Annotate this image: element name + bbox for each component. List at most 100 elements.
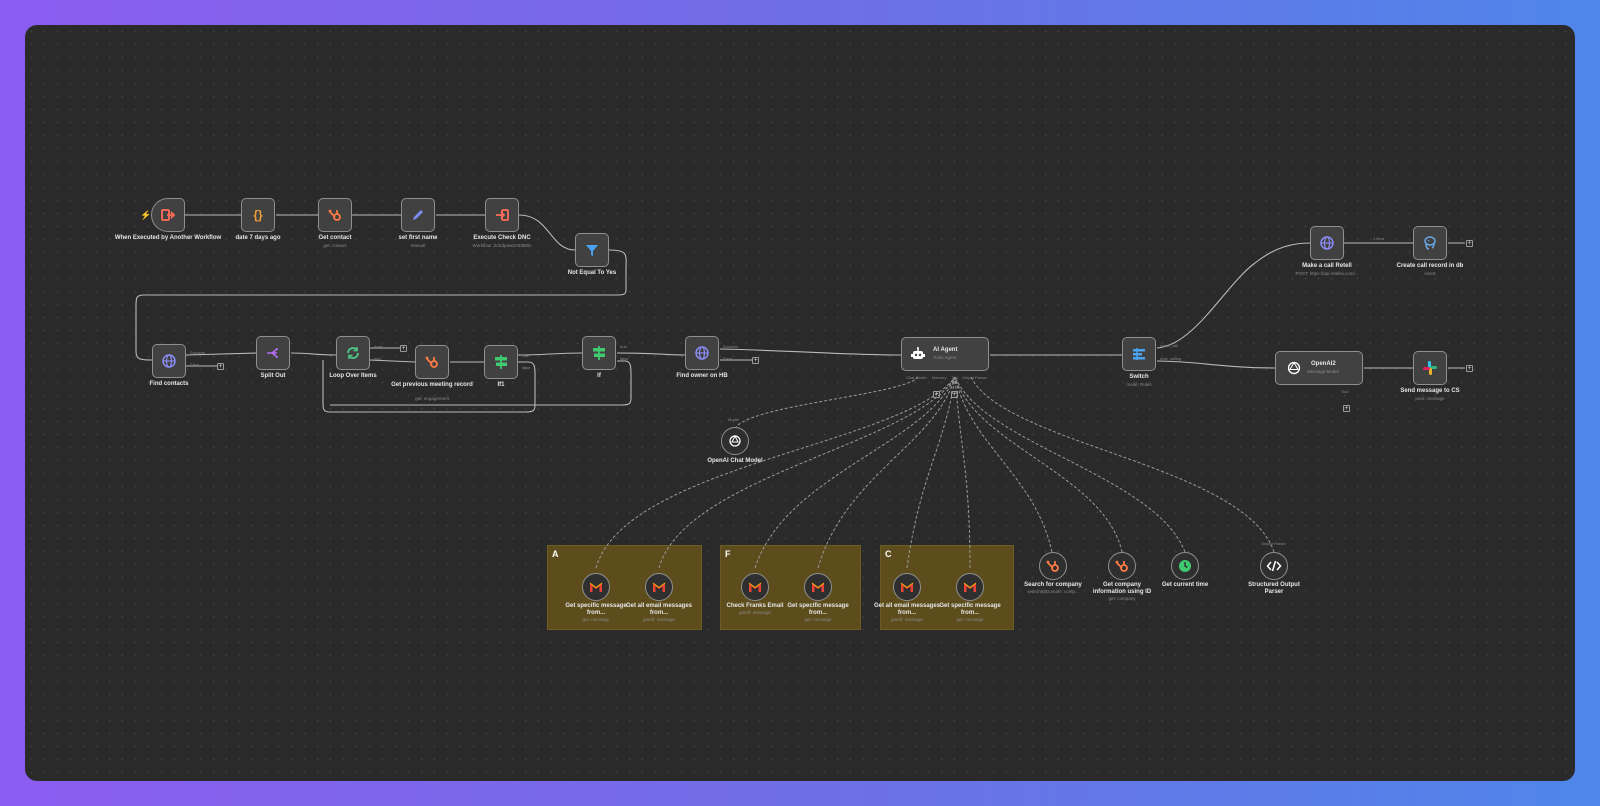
node-label: AI Agent: [933, 347, 958, 353]
node-label: Send message to CS: [1400, 388, 1460, 394]
node-make-call-retell[interactable]: [1310, 226, 1344, 260]
signpost-icon: [493, 354, 509, 370]
node-gmail-get-specific-c[interactable]: [956, 573, 984, 601]
node-subtitle: Workflow: ZcEdpawZA93tMlo: [472, 243, 532, 248]
hubspot-icon: [424, 354, 440, 370]
port-label-tools: Tool: [1341, 389, 1349, 394]
node-date[interactable]: {}: [241, 198, 275, 232]
add-tool-button[interactable]: +: [1343, 405, 1350, 412]
port-label-error: Error: [723, 356, 732, 361]
node-gmail-get-all-c[interactable]: [893, 573, 921, 601]
node-get-previous-meeting[interactable]: [415, 345, 449, 379]
connections-layer: [135, 214, 1465, 569]
node-execute-check-dnc[interactable]: [485, 198, 519, 232]
node-label: Not Equal To Yes: [567, 270, 617, 276]
port-label-success: Success: [190, 350, 206, 355]
node-split-out[interactable]: [256, 336, 290, 370]
loop-icon: [345, 345, 361, 361]
node-get-contact[interactable]: [318, 198, 352, 232]
edge-tool-gmail6: [954, 376, 971, 569]
node-label: Get contact: [318, 235, 352, 241]
hubspot-icon: [1045, 558, 1061, 574]
node-subtitle: post: message: [1415, 396, 1445, 401]
node-get-company-info[interactable]: [1108, 552, 1136, 580]
node-subtitle: get: engagement: [415, 396, 449, 401]
edge-model-chat: [734, 376, 919, 430]
node-label: Get company information using ID: [1092, 582, 1152, 595]
node-subtitle: getAll: message: [738, 610, 772, 615]
add-node-button[interactable]: +: [400, 345, 407, 352]
add-tool-button[interactable]: +: [951, 391, 958, 398]
port-label-success: Success: [723, 344, 739, 349]
gmail-icon: [747, 579, 763, 595]
node-label: Get all email messages from...: [625, 603, 693, 616]
globe-icon: [1319, 235, 1335, 251]
node-not-equal-to-yes[interactable]: [575, 233, 609, 267]
node-if[interactable]: [582, 336, 616, 370]
node-label: Structured Output Parser: [1248, 582, 1300, 595]
gmail-icon: [588, 579, 604, 595]
node-create-call-record[interactable]: [1413, 226, 1447, 260]
node-label: Get all email messages from...: [873, 603, 941, 616]
node-subtitle: searchByDomain: comp...: [1027, 589, 1079, 594]
node-label: OpenAI Chat Model: [707, 458, 763, 464]
edge-tool-company: [954, 376, 1123, 553]
node-label: Check Franks Email: [726, 603, 784, 609]
add-memory-button[interactable]: +: [933, 391, 940, 398]
node-search-company[interactable]: [1039, 552, 1067, 580]
node-find-contacts[interactable]: [152, 344, 186, 378]
node-when-executed[interactable]: [151, 198, 185, 232]
globe-icon: [694, 345, 710, 361]
node-gmail-get-specific-f[interactable]: [804, 573, 832, 601]
node-label: set first name: [398, 235, 438, 241]
gmail-icon: [810, 579, 826, 595]
edge-tool-gmail2: [658, 376, 956, 569]
edge-tool-gmail5: [906, 376, 956, 569]
node-subtitle: Message Model: [1307, 369, 1339, 374]
signpost-icon: [591, 345, 607, 361]
port-label-post-calling: post_calling: [1160, 356, 1182, 361]
add-node-button[interactable]: +: [1466, 240, 1473, 247]
node-label: date 7 days ago: [235, 235, 281, 241]
port-label-true: true: [522, 353, 529, 358]
node-subtitle: getAll: message: [890, 617, 924, 622]
node-ai-agent[interactable]: [901, 337, 989, 371]
node-label: Execute Check DNC: [473, 235, 531, 241]
node-gmail-get-all-a[interactable]: [645, 573, 673, 601]
node-label: Make a call Retell: [1302, 263, 1352, 269]
add-node-button[interactable]: +: [217, 363, 224, 370]
hubspot-icon: [327, 207, 343, 223]
gmail-icon: [899, 579, 915, 595]
edge-tool-gmail4: [817, 376, 956, 569]
split-icon: [265, 345, 281, 361]
node-label: If1: [497, 382, 505, 388]
add-node-button[interactable]: +: [752, 357, 759, 364]
node-openai-chat-model[interactable]: [721, 427, 749, 455]
node-get-current-time[interactable]: [1171, 552, 1199, 580]
node-label: Create call record in db: [1396, 263, 1464, 269]
node-find-owner[interactable]: [685, 336, 719, 370]
sticky-note-title: F: [725, 549, 731, 559]
port-label-false: false: [620, 356, 629, 361]
port-label-true: true: [620, 344, 627, 349]
port-label-tool: Tool: [951, 375, 959, 380]
sticky-note-a[interactable]: A: [547, 545, 702, 630]
node-openai2[interactable]: [1275, 351, 1363, 385]
node-structured-output-parser[interactable]: [1260, 552, 1288, 580]
node-if1[interactable]: [484, 345, 518, 379]
port-label-output-parser: Output Parser: [1261, 541, 1286, 546]
node-gmail-check-franks[interactable]: [741, 573, 769, 601]
node-send-message-cs[interactable]: [1413, 351, 1447, 385]
node-subtitle: get: message: [804, 617, 832, 622]
port-label-chat-model: Chat Model: [906, 375, 927, 380]
node-switch[interactable]: [1122, 337, 1156, 371]
add-node-button[interactable]: +: [1466, 365, 1473, 372]
node-gmail-get-specific-a[interactable]: [582, 573, 610, 601]
workflow-canvas[interactable]: A F C: [25, 25, 1575, 781]
node-loop-over-items[interactable]: [336, 336, 370, 370]
node-set-first-name[interactable]: [401, 198, 435, 232]
code-icon: [1266, 558, 1282, 574]
gmail-icon: [651, 579, 667, 595]
edge-tool-gmail1: [595, 376, 956, 569]
sign-in-icon: [494, 207, 510, 223]
